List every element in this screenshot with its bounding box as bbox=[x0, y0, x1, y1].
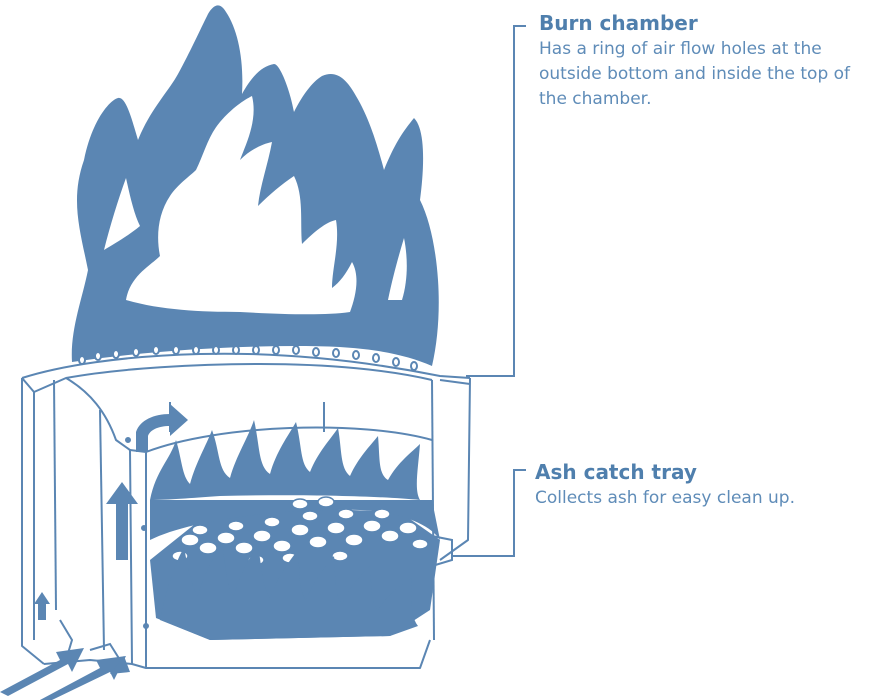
airflow-arrows bbox=[0, 404, 188, 700]
ash-tray-title: Ash catch tray bbox=[535, 460, 865, 484]
ash-tray-description: Collects ash for easy clean up. bbox=[535, 486, 865, 511]
ash-tray-callout: Ash catch tray Collects ash for easy cle… bbox=[535, 460, 865, 511]
callout-lines bbox=[452, 26, 526, 556]
big-flame-icon bbox=[72, 5, 439, 366]
burn-chamber-title: Burn chamber bbox=[539, 11, 869, 35]
burn-chamber-callout: Burn chamber Has a ring of air flow hole… bbox=[539, 11, 869, 112]
burn-chamber-description: Has a ring of air flow holes at the outs… bbox=[539, 37, 869, 112]
